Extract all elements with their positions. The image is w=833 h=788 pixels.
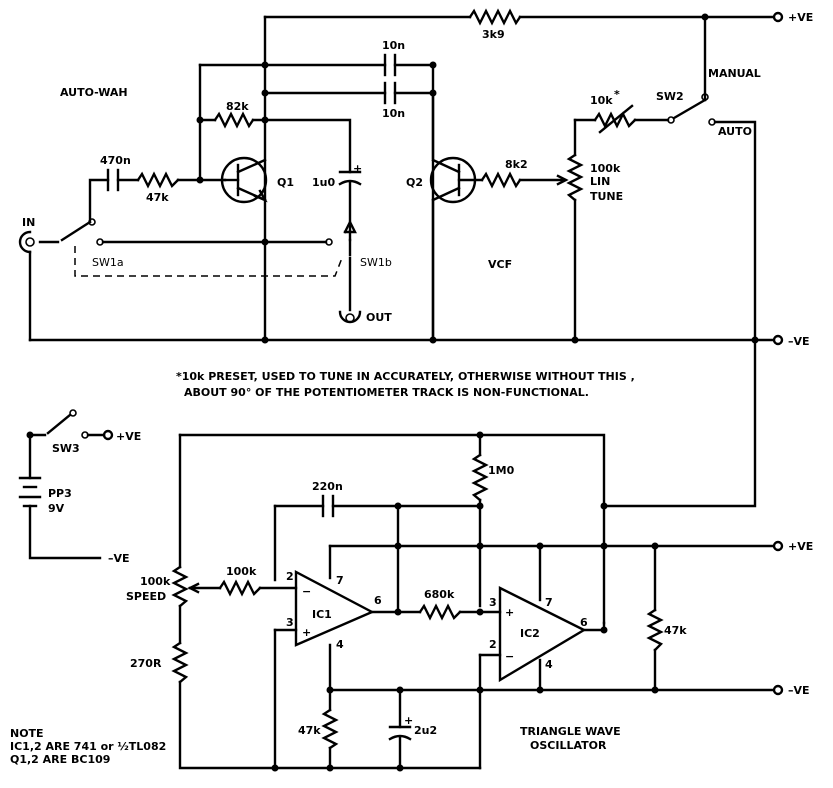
label-82k: 82k xyxy=(226,100,249,113)
label-10n-b: 10n xyxy=(382,107,405,120)
label-neg-mid: –VE xyxy=(788,684,810,697)
label-speed: SPEED xyxy=(126,590,166,603)
ic2-minus: − xyxy=(505,650,514,663)
label-10n-a: 10n xyxy=(382,39,405,52)
label-lin: LIN xyxy=(590,175,610,188)
ic2-pin-7: 7 xyxy=(545,596,553,609)
label-1u0: 1u0 xyxy=(312,176,335,189)
label-pp3: PP3 xyxy=(48,487,72,500)
label-speed-val: 100k xyxy=(140,575,171,588)
label-osc-1: TRIANGLE WAVE xyxy=(520,725,621,738)
label-sw1a: SW1a xyxy=(92,256,124,269)
ic2-pin-4: 4 xyxy=(545,658,553,671)
label-batt-pos: +VE xyxy=(116,430,141,443)
label-2u2: 2u2 xyxy=(414,724,437,737)
label-1m0: 1M0 xyxy=(488,464,515,477)
ic1-pin-6: 6 xyxy=(374,594,382,607)
ic2-pin-6: 6 xyxy=(580,616,588,629)
label-8k2: 8k2 xyxy=(505,158,528,171)
note-title: NOTE xyxy=(10,727,44,740)
label-100k: 100k xyxy=(226,565,257,578)
note-preset-1: *10k PRESET, USED TO TUNE IN ACCURATELY,… xyxy=(176,370,635,383)
label-vcf: VCF xyxy=(488,258,512,271)
note-line-2: Q1,2 ARE BC109 xyxy=(10,753,110,766)
label-out: OUT xyxy=(366,311,392,324)
ic1-pin-4: 4 xyxy=(336,638,344,651)
note-preset-2: ABOUT 90° OF THE POTENTIOMETER TRACK IS … xyxy=(184,386,589,399)
label-ic1: IC1 xyxy=(312,608,332,621)
label-47k-in: 47k xyxy=(146,191,169,204)
ic1-pin-3: 3 xyxy=(286,616,294,629)
ic1-minus: − xyxy=(302,585,311,598)
label-neg-top: –VE xyxy=(788,335,810,348)
label-10k-preset: 10k xyxy=(590,94,613,107)
note-line-1: IC1,2 ARE 741 or ½TL082 xyxy=(10,740,166,753)
label-9v: 9V xyxy=(48,502,65,515)
junctions xyxy=(26,13,759,772)
label-680k: 680k xyxy=(424,588,455,601)
label-ic2: IC2 xyxy=(520,627,540,640)
label-batt-neg: –VE xyxy=(108,552,130,565)
label-270r: 270R xyxy=(130,657,162,670)
label-sw2: SW2 xyxy=(656,90,684,103)
ic2-pin-2: 2 xyxy=(489,638,497,651)
ic2-plus: + xyxy=(505,606,514,619)
labels: AUTO-WAH 3k9 10n 10n 82k 470n 47k Q1 Q2 … xyxy=(10,11,813,766)
bottom-wires xyxy=(18,338,784,770)
label-47k-osc: 47k xyxy=(664,624,687,637)
label-470n: 470n xyxy=(100,154,131,167)
label-manual: MANUAL xyxy=(708,67,761,80)
label-47k-bot: 47k xyxy=(298,724,321,737)
label-220n: 220n xyxy=(312,480,343,493)
label-preset-star: * xyxy=(614,88,620,101)
label-3k9: 3k9 xyxy=(482,28,505,41)
label-auto: AUTO xyxy=(718,125,752,138)
label-tune: TUNE xyxy=(590,190,623,203)
ic1-pin-2: 2 xyxy=(286,570,294,583)
label-q1: Q1 xyxy=(277,176,294,189)
label-sw1b: SW1b xyxy=(360,256,392,269)
label-sw3: SW3 xyxy=(52,442,80,455)
label-osc-2: OSCILLATOR xyxy=(530,739,607,752)
label-pos-top: +VE xyxy=(788,11,813,24)
label-q2: Q2 xyxy=(406,176,423,189)
ic1-pin-7: 7 xyxy=(336,574,344,587)
label-2u2-plus: + xyxy=(404,714,413,727)
label-in: IN xyxy=(22,216,35,229)
label-pos-mid: +VE xyxy=(788,540,813,553)
label-100k-lin: 100k xyxy=(590,162,621,175)
ic2-pin-3: 3 xyxy=(489,596,497,609)
title-label: AUTO-WAH xyxy=(60,86,128,99)
ic1-plus: + xyxy=(302,626,311,639)
top-wires xyxy=(18,8,784,346)
label-1u0-plus: + xyxy=(353,162,362,175)
